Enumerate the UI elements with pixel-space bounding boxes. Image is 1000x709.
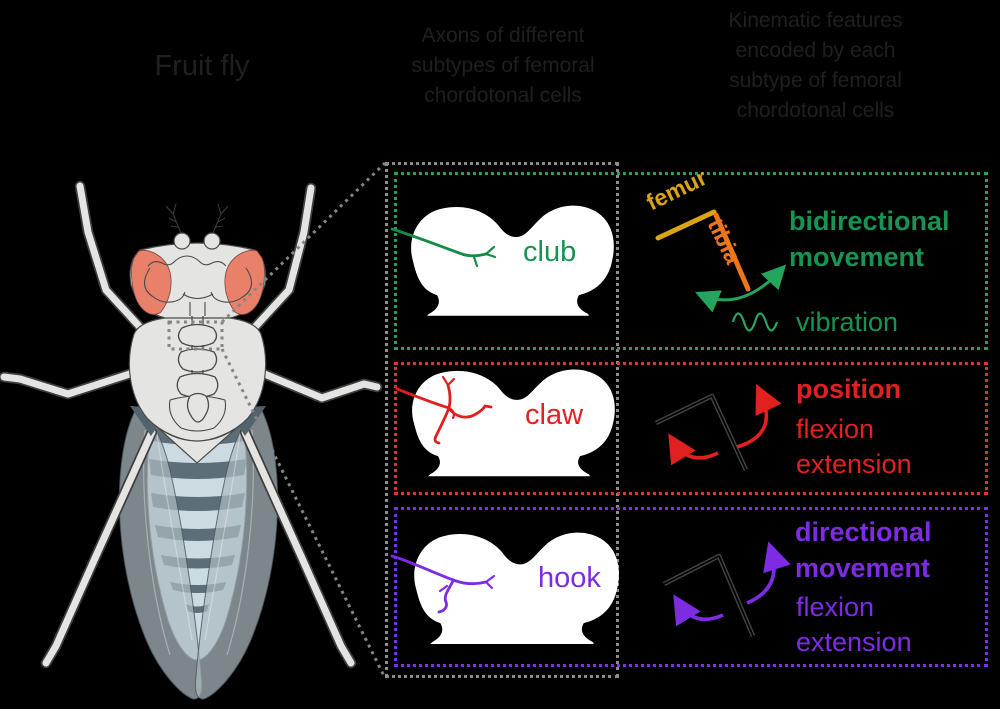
wing-veins <box>143 419 254 656</box>
hook-extension-arrow-icon <box>746 541 791 605</box>
claw-panel-box <box>394 362 988 495</box>
club-panel-box <box>394 172 988 350</box>
club-axon-icon <box>390 227 497 268</box>
claw-axon-icon <box>395 375 493 445</box>
fly-legs <box>0 180 383 669</box>
dashed-highlight-box <box>167 320 224 351</box>
hook-label: hook <box>538 562 601 594</box>
hook-axon-icon <box>390 554 496 614</box>
claw-extension-arrow-icon <box>736 383 782 449</box>
right-eye <box>224 250 265 315</box>
claw-feature-bold: position <box>796 374 901 404</box>
bidirectional-arrow-icon <box>695 264 787 313</box>
club-neuropil-section <box>411 205 614 316</box>
vibration-wave-icon <box>731 312 779 332</box>
claw-leg-angle-icon <box>655 393 749 471</box>
hook-flexion-arrow-icon <box>673 594 724 627</box>
fly-title: Fruit fly <box>154 50 250 82</box>
claw-flexion-arrow-icon <box>668 433 719 466</box>
fly-brain-outline <box>143 255 253 316</box>
hook-feature-extra: flexion extension <box>796 592 912 657</box>
zoom-outline-box <box>385 162 619 678</box>
club-feature-bold: bidirectional movement <box>789 206 950 272</box>
club-label: club <box>523 236 577 268</box>
hook-feature-bold: directional movement <box>795 517 932 583</box>
zoom-highlight <box>167 161 387 679</box>
kinematics-column-header: Kinematic features encoded by each subty… <box>728 9 903 122</box>
fly-head <box>129 203 267 319</box>
fly-antennae <box>165 203 229 250</box>
claw-feature-extra: flexion extension <box>796 414 912 479</box>
fly-wings <box>118 406 279 700</box>
left-eye <box>131 250 172 315</box>
claw-label: claw <box>525 399 584 431</box>
hook-panel-box <box>394 507 988 667</box>
fly-vnc-outline <box>176 316 219 423</box>
fly-illustration <box>0 161 387 700</box>
axons-column-header: Axons of different subtypes of femoral c… <box>411 24 595 107</box>
hook-leg-angle-icon <box>662 553 756 637</box>
leader-line-bottom <box>220 348 387 679</box>
club-feature-extra: vibration <box>796 307 899 337</box>
leader-line-top <box>220 161 387 324</box>
